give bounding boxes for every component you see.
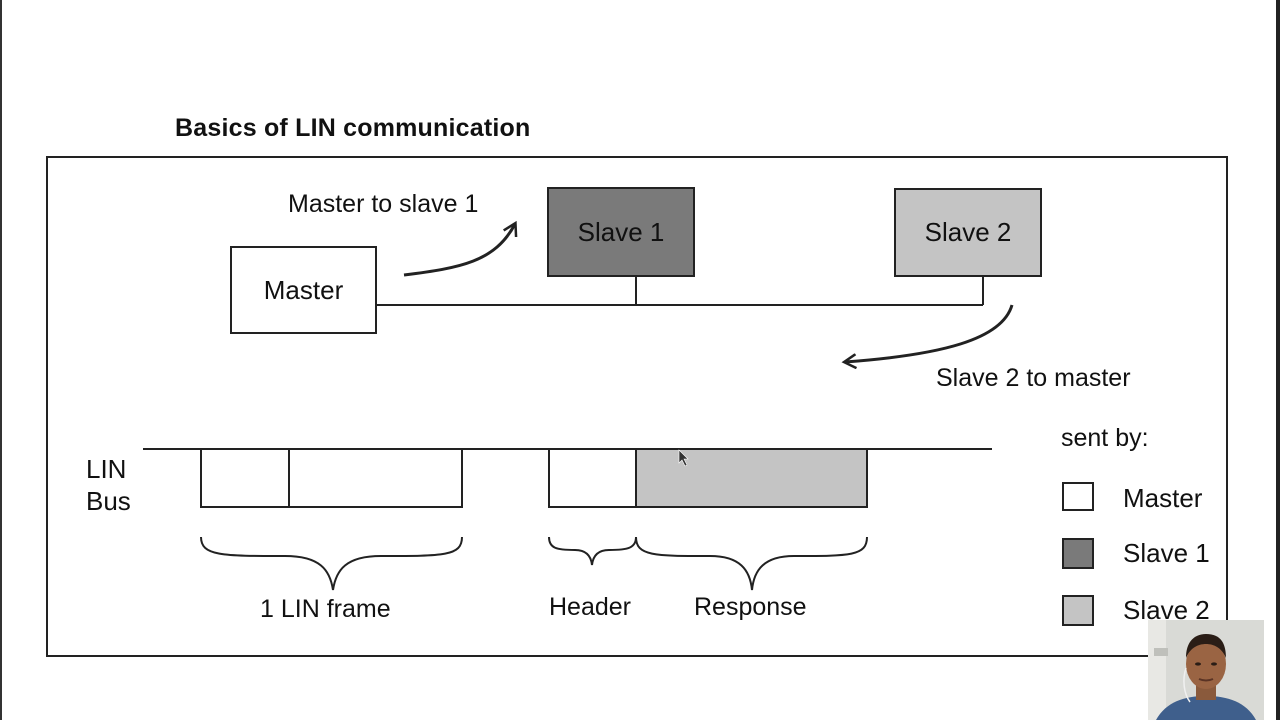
master-node: Master [230,246,377,334]
webcam-presenter-icon [1148,620,1264,720]
screen-edge-right [1276,0,1280,720]
diagram-frame [46,156,1228,657]
legend-swatch-master [1062,482,1094,511]
label-header: Header [549,593,631,621]
legend-title: sent by: [1061,424,1149,452]
mouse-cursor-icon [678,449,689,467]
diagram-title: Basics of LIN communication [175,114,531,142]
master-node-label: Master [263,274,344,305]
label-master-to-slave1: Master to slave 1 [288,190,479,218]
arrow-slave2-to-master [845,304,1014,362]
legend-swatch-slave1 [1062,538,1094,569]
slave1-node: Slave 1 [547,187,695,277]
slave2-node: Slave 2 [894,188,1042,277]
slave1-node-label: Slave 1 [577,216,665,247]
frame1-header-block [200,448,290,508]
lin-bus-label-line1: LIN [86,454,127,484]
frame2-response-block [635,448,868,508]
frame2-header-block [548,448,637,508]
webcam-presenter-drawing [1148,620,1264,720]
label-slave2-to-master: Slave 2 to master [936,364,1131,392]
legend-label-slave1: Slave 1 [1123,538,1210,568]
arrow-master-to-slave1 [403,224,515,277]
legend-label-master: Master [1123,483,1203,513]
label-lin-frame: 1 LIN frame [260,595,391,623]
brace-lin-frame [200,536,463,591]
legend-swatch-slave2 [1062,595,1094,626]
brace-header [548,536,637,566]
label-response: Response [694,593,807,621]
lin-bus-label-line2: Bus [86,486,131,516]
slave2-node-label: Slave 2 [924,217,1012,247]
frame1-response-block [288,448,463,508]
brace-response [635,536,868,591]
screen-edge-left [0,0,2,720]
